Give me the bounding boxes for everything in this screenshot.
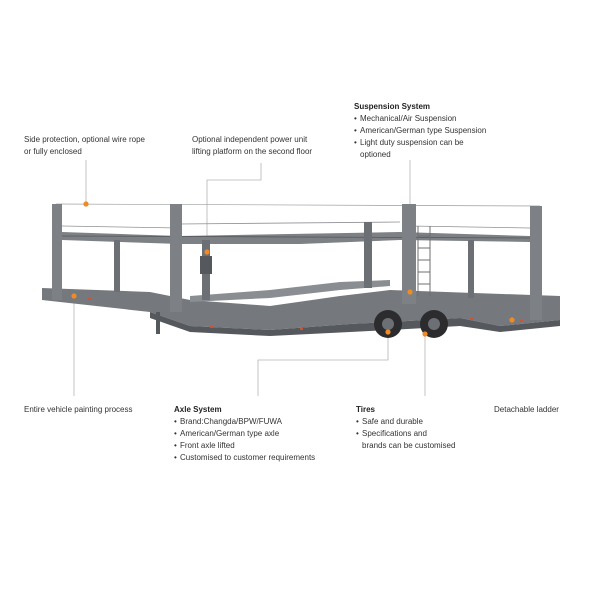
- tires-item-continuation: brands can be customised: [362, 441, 456, 450]
- leader-lines: [73, 160, 426, 396]
- ladder-callout: Detachable ladder: [494, 404, 559, 416]
- axle-item: Customised to customer requirements: [174, 452, 315, 464]
- painting-text: Entire vehicle painting process: [24, 405, 133, 414]
- ladder-text: Detachable ladder: [494, 405, 559, 414]
- power-unit: [200, 256, 212, 274]
- axle-callout: Axle System Brand:Changda/BPW/FUWA Ameri…: [174, 403, 315, 464]
- power-unit-line-2: lifting platform on the second floor: [192, 147, 313, 156]
- suspension-item: Mechanical/Air Suspension: [354, 113, 486, 125]
- marker-tires: [422, 331, 428, 337]
- power-unit-callout: Optional independent power unit lifting …: [192, 134, 312, 158]
- marker-power-unit: [204, 249, 210, 255]
- side-protection-callout: Side protection, optional wire rope or f…: [24, 134, 145, 158]
- side-protection-line-2: or fully enclosed: [24, 147, 82, 156]
- suspension-list: Mechanical/Air Suspension American/Germa…: [354, 113, 486, 161]
- painting-callout: Entire vehicle painting process: [24, 404, 133, 416]
- suspension-item: Light duty suspension can be: [354, 137, 486, 149]
- axle-item: American/German type axle: [174, 428, 315, 440]
- leader-axle: [257, 332, 389, 396]
- power-unit-line-1: Optional independent power unit: [192, 135, 308, 144]
- marker-painting: [71, 293, 77, 299]
- suspension-callout: Suspension System Mechanical/Air Suspens…: [354, 100, 486, 161]
- ladder: [417, 226, 431, 296]
- axle-item: Brand:Changda/BPW/FUWA: [174, 416, 315, 428]
- tires-list: Safe and durable Specifications and bran…: [356, 416, 455, 452]
- wheels: [374, 310, 448, 338]
- marker-suspension: [407, 289, 413, 295]
- suspension-item: American/German type Suspension: [354, 125, 486, 137]
- axle-title: Axle System: [174, 405, 222, 414]
- axle-list: Brand:Changda/BPW/FUWA American/German t…: [174, 416, 315, 464]
- axle-item: Front axle lifted: [174, 440, 315, 452]
- tires-item: Safe and durable: [356, 416, 455, 428]
- suspension-item-continuation: optioned: [360, 150, 391, 159]
- leader-power-unit: [206, 163, 262, 252]
- tires-title: Tires: [356, 405, 375, 414]
- marker-side-protection: [83, 201, 89, 207]
- marker-ladder: [509, 317, 515, 323]
- tires-item: Specifications and: [356, 428, 455, 440]
- suspension-title: Suspension System: [354, 102, 431, 111]
- tires-callout: Tires Safe and durable Specifications an…: [356, 403, 455, 452]
- callout-markers: [71, 201, 515, 337]
- trailer: [42, 203, 560, 338]
- side-protection-line-1: Side protection, optional wire rope: [24, 135, 145, 144]
- marker-axle: [385, 329, 391, 335]
